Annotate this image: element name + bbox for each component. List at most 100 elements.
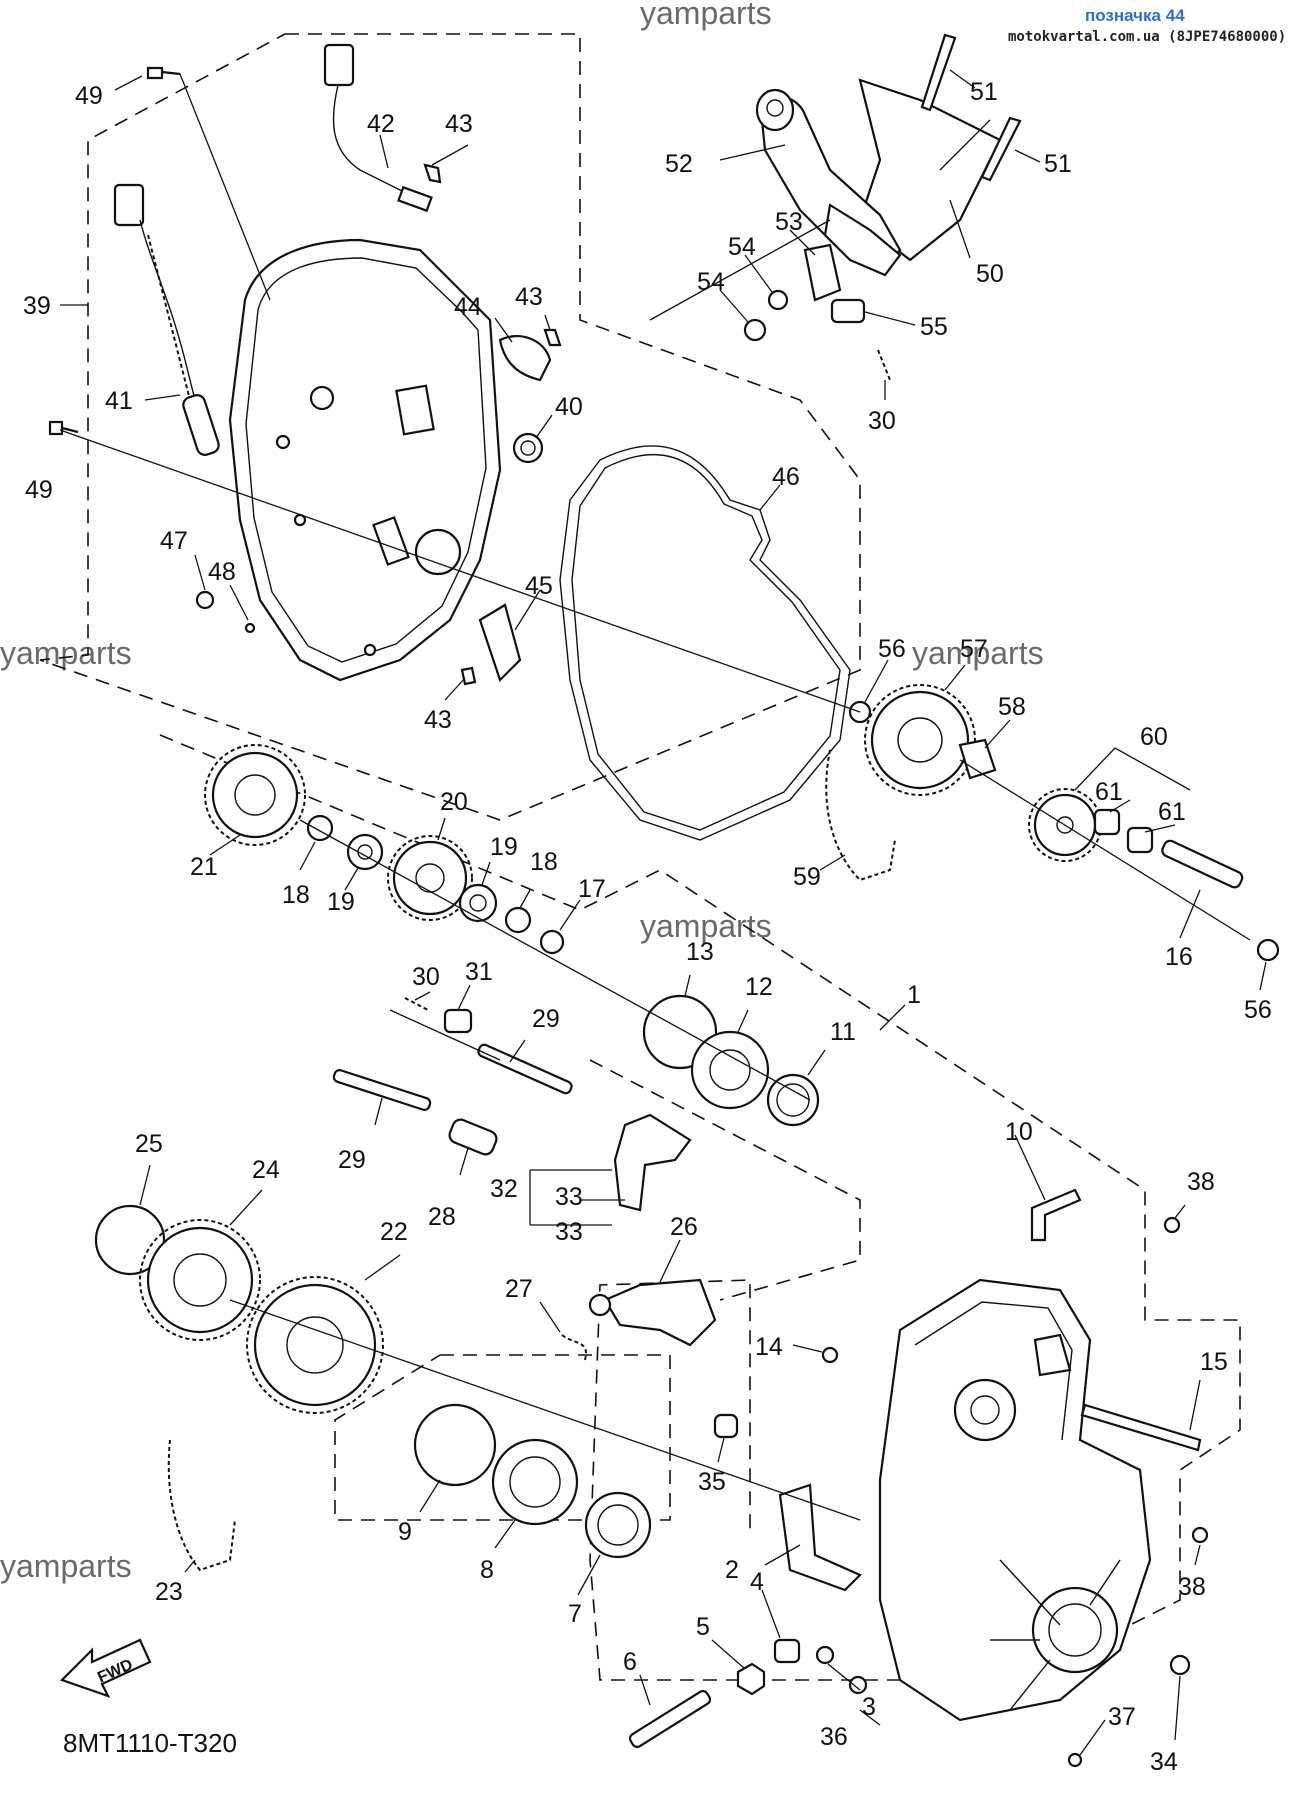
callout-59: 59 — [793, 863, 821, 891]
callout-11: 11 — [830, 1018, 856, 1046]
callout-51: 51 — [1044, 150, 1072, 178]
collar-31 — [443, 1008, 473, 1034]
nut-5 — [736, 1662, 766, 1696]
callout-29: 29 — [338, 1146, 366, 1174]
spring-30 — [877, 349, 891, 381]
callout-7: 7 — [568, 1600, 582, 1628]
callout-56: 56 — [878, 635, 906, 663]
bolt-49 — [146, 66, 181, 80]
part-44 — [498, 335, 552, 382]
group-boundary-shafts — [589, 1059, 861, 1301]
callout-17: 17 — [578, 875, 606, 903]
bush-61 — [1126, 826, 1154, 854]
shaft-29 — [477, 1043, 573, 1095]
callout-3: 3 — [862, 1693, 876, 1721]
oil-seal-11 — [766, 1073, 820, 1127]
watermark: yamparts — [640, 0, 772, 31]
bolt-15 — [1080, 1403, 1202, 1452]
bolt-38 — [1163, 1216, 1181, 1234]
chain-59 — [825, 749, 896, 882]
callout-15: 15 — [1200, 1348, 1228, 1376]
spring-27 — [561, 1334, 587, 1361]
oil-seal-40 — [512, 432, 544, 464]
shaft-16 — [1161, 839, 1244, 889]
callout-10: 10 — [1005, 1118, 1033, 1146]
callout-25: 25 — [135, 1130, 163, 1158]
callout-2: 2 — [725, 1556, 739, 1584]
fwd-arrow-icon: FWD — [59, 1638, 152, 1698]
callout-43: 43 — [445, 110, 473, 138]
washer-19 — [458, 883, 498, 923]
callout-41: 41 — [105, 387, 133, 415]
o-ring-54 — [767, 289, 789, 311]
callout-36: 36 — [820, 1723, 848, 1751]
chain-23 — [167, 1439, 236, 1572]
circlip-18 — [504, 906, 532, 934]
bearing-8 — [491, 1438, 579, 1526]
callout-31: 31 — [465, 958, 493, 986]
group-boundary-bearings — [334, 1354, 671, 1521]
callout-19: 19 — [490, 833, 518, 861]
gasket-46-inner — [571, 453, 841, 831]
callouts: 49 42 43 39 44 43 41 40 49 46 47 48 45 4… — [23, 78, 1272, 1776]
sensor-cable-41 — [113, 183, 220, 456]
circlip-17 — [539, 929, 565, 955]
bolt-47 — [195, 590, 215, 610]
bush-61 — [1093, 808, 1121, 836]
callout-61: 61 — [1095, 778, 1123, 806]
shaft-29 — [332, 1069, 432, 1111]
callout-14: 14 — [755, 1333, 783, 1361]
bolt-38 — [1191, 1526, 1209, 1544]
leader-lines — [60, 69, 1267, 1756]
callout-43: 43 — [515, 283, 543, 311]
callout-26: 26 — [670, 1213, 698, 1241]
gearcase-assembly — [878, 1278, 1152, 1722]
callout-20: 20 — [440, 788, 468, 816]
diagram-code: 8MT1110-T320 — [63, 1728, 237, 1758]
callout-49: 49 — [75, 82, 103, 110]
callout-51: 51 — [970, 78, 998, 106]
plug-35 — [713, 1413, 739, 1439]
callout-9: 9 — [398, 1518, 412, 1546]
bolt-37 — [1067, 1752, 1083, 1768]
gear-22 — [253, 1283, 377, 1407]
callout-12: 12 — [745, 973, 773, 1001]
callout-55: 55 — [920, 313, 948, 341]
clip-43 — [423, 163, 442, 184]
part-55 — [830, 298, 866, 324]
callout-19: 19 — [327, 888, 355, 916]
callout-13: 13 — [686, 938, 714, 966]
callout-38: 38 — [1178, 1573, 1206, 1601]
callout-35: 35 — [698, 1468, 726, 1496]
gasket-46 — [559, 445, 851, 841]
group-boundary-case — [159, 734, 1241, 1681]
circlip-9 — [413, 1403, 497, 1487]
callout-24: 24 — [252, 1156, 280, 1184]
callout-4: 4 — [750, 1568, 764, 1596]
callout-39: 39 — [23, 292, 51, 320]
callout-43: 43 — [424, 706, 452, 734]
gear-20 — [392, 840, 468, 916]
bolt-49 — [48, 420, 79, 436]
part-28 — [448, 1118, 498, 1156]
callout-42: 42 — [367, 110, 395, 138]
callout-40: 40 — [555, 393, 583, 421]
callout-49: 49 — [25, 476, 53, 504]
callout-27: 27 — [505, 1275, 533, 1303]
callout-33: 33 — [555, 1183, 583, 1211]
callout-21: 21 — [190, 853, 218, 881]
watermark: yamparts — [640, 908, 772, 944]
watermark: yamparts — [0, 1548, 132, 1584]
clip-43 — [543, 328, 562, 347]
callout-18: 18 — [530, 848, 558, 876]
callout-38: 38 — [1187, 1168, 1215, 1196]
washer-14 — [821, 1346, 839, 1364]
screw-51 — [920, 33, 957, 112]
o-ring-54 — [743, 318, 767, 342]
header-subtitle: motokvartal.com.ua (8JPE74680000) — [1008, 29, 1286, 45]
watermark: yamparts — [0, 635, 132, 671]
bearing-12 — [690, 1030, 770, 1110]
callout-22: 22 — [380, 1218, 408, 1246]
callout-32: 32 — [490, 1175, 518, 1203]
